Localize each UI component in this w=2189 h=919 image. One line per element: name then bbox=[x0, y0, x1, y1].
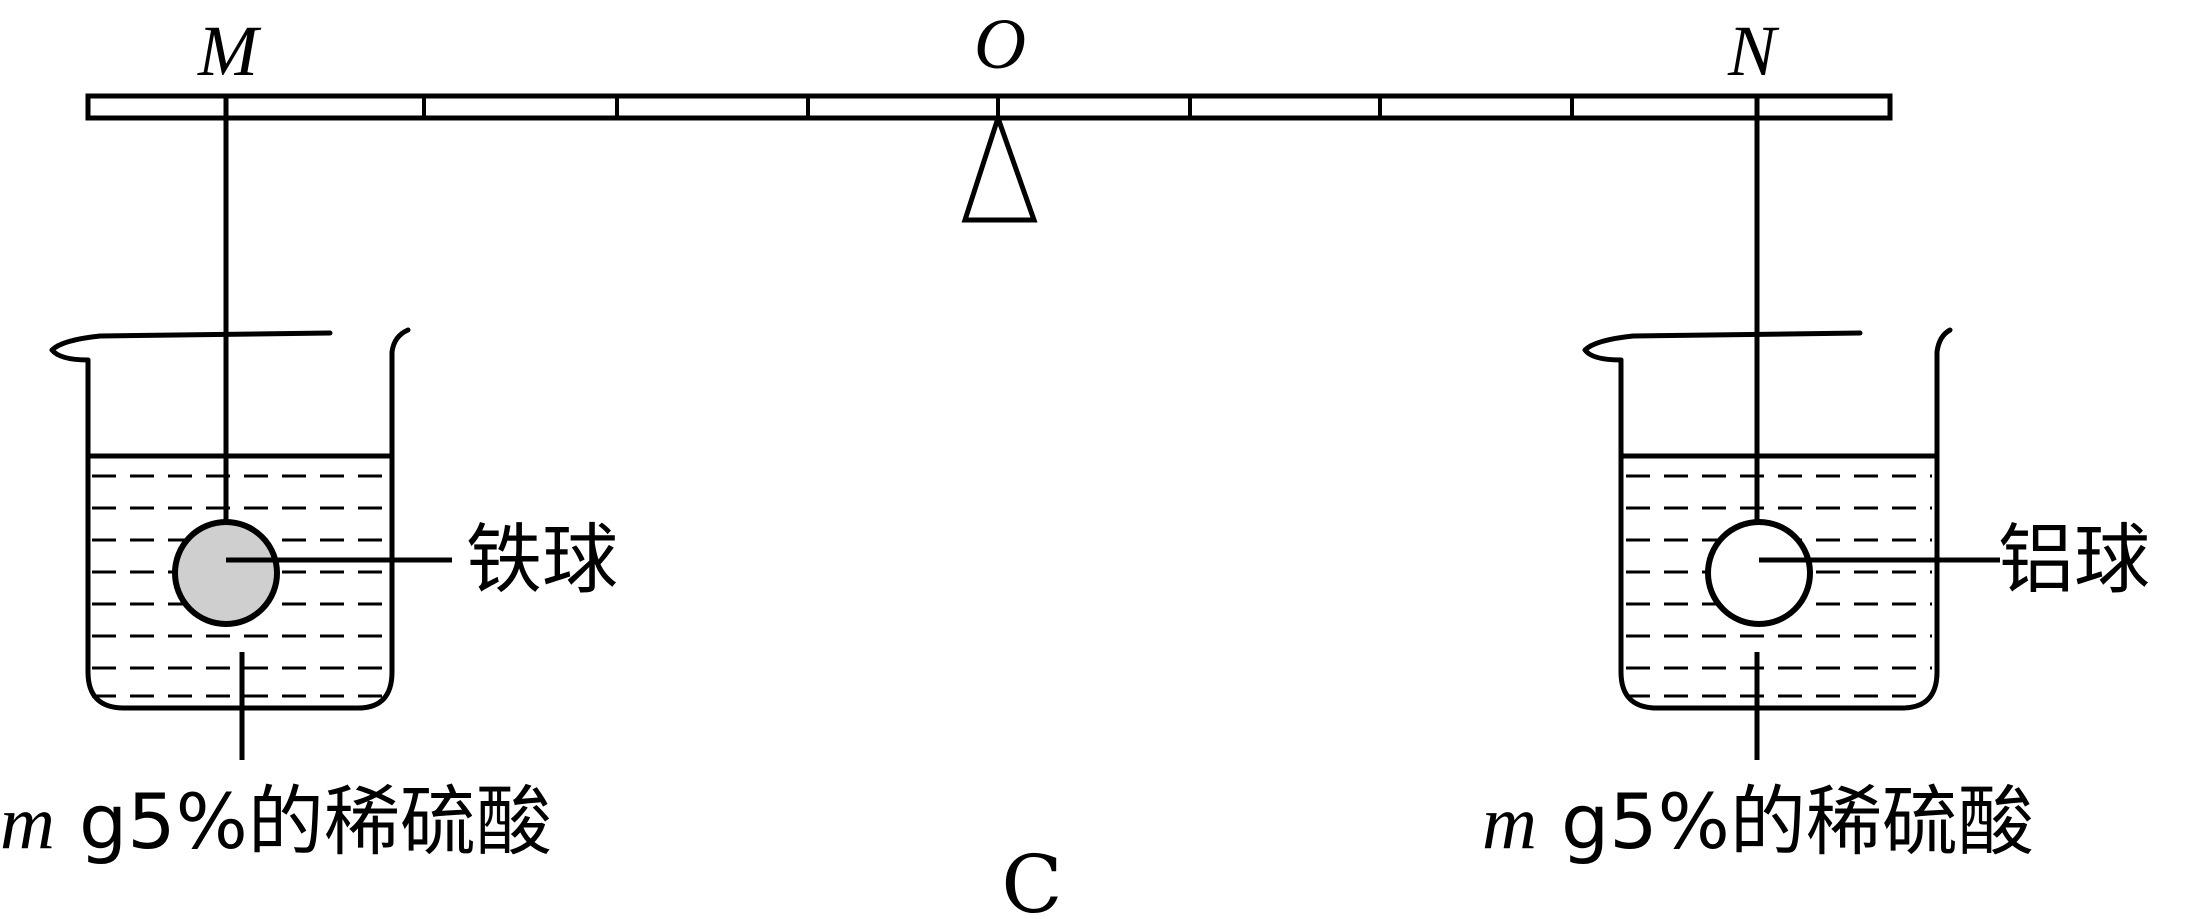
label-m: M bbox=[197, 11, 262, 91]
label-n: N bbox=[1727, 11, 1780, 91]
left-beaker bbox=[49, 327, 411, 711]
aluminum-ball bbox=[1705, 519, 1813, 627]
right-liquid-label: m g5%的稀硫酸 bbox=[1482, 777, 2034, 866]
label-o: O bbox=[974, 4, 1026, 84]
option-label: C bbox=[1001, 838, 1062, 919]
iron-ball bbox=[172, 519, 280, 627]
left-liquid-label: m g5%的稀硫酸 bbox=[0, 777, 552, 866]
fulcrum-triangle bbox=[961, 110, 1038, 223]
aluminum-ball-label: 铝球 bbox=[1998, 515, 2150, 604]
lever-beam bbox=[85, 93, 1893, 121]
right-beaker bbox=[1582, 327, 1953, 711]
iron-ball-label: 铁球 bbox=[466, 515, 618, 604]
